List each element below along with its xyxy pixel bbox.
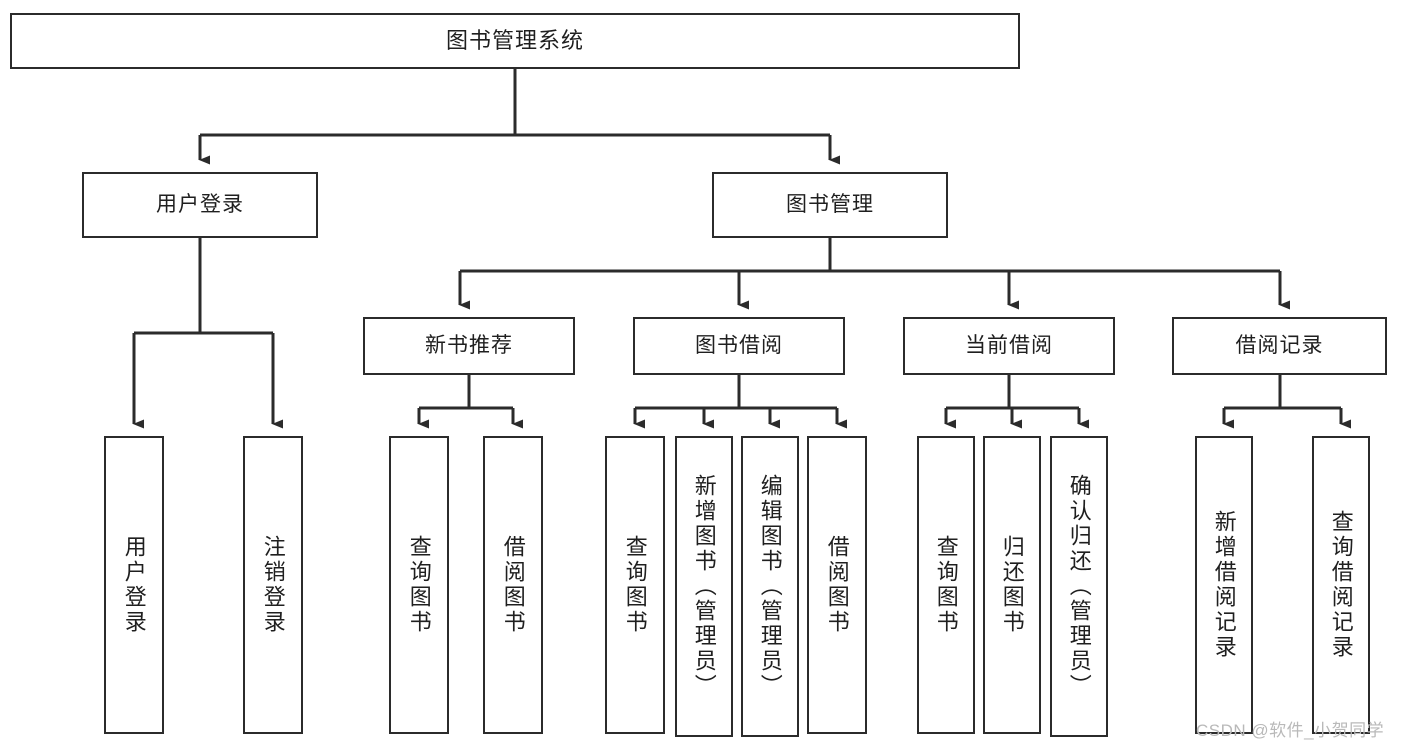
node-leaf-12[interactable]: 查询借阅记录 (1312, 436, 1370, 734)
node-level2-1[interactable]: 图书管理 (712, 172, 948, 238)
node-level3-1[interactable]: 图书借阅 (633, 317, 845, 375)
csdn-watermark: CSDN @软件_小贺同学 (1196, 721, 1385, 740)
node-leaf-1[interactable]: 注销登录 (243, 436, 303, 734)
node-leaf-8[interactable]: 查询图书 (917, 436, 975, 734)
node-leaf-5[interactable]: 新增图书（管理员） (675, 436, 733, 737)
node-leaf-2[interactable]: 查询图书 (389, 436, 449, 734)
node-level3-0[interactable]: 新书推荐 (363, 317, 575, 375)
node-leaf-0[interactable]: 用户登录 (104, 436, 164, 734)
node-leaf-3[interactable]: 借阅图书 (483, 436, 543, 734)
node-level3-3[interactable]: 借阅记录 (1172, 317, 1387, 375)
node-root[interactable]: 图书管理系统 (10, 13, 1020, 69)
node-leaf-9[interactable]: 归还图书 (983, 436, 1041, 734)
node-leaf-7[interactable]: 借阅图书 (807, 436, 867, 734)
node-leaf-11[interactable]: 新增借阅记录 (1195, 436, 1253, 734)
node-leaf-4[interactable]: 查询图书 (605, 436, 665, 734)
node-level2-0[interactable]: 用户登录 (82, 172, 318, 238)
node-level3-2[interactable]: 当前借阅 (903, 317, 1115, 375)
node-leaf-10[interactable]: 确认归还（管理员） (1050, 436, 1108, 737)
node-leaf-6[interactable]: 编辑图书（管理员） (741, 436, 799, 737)
